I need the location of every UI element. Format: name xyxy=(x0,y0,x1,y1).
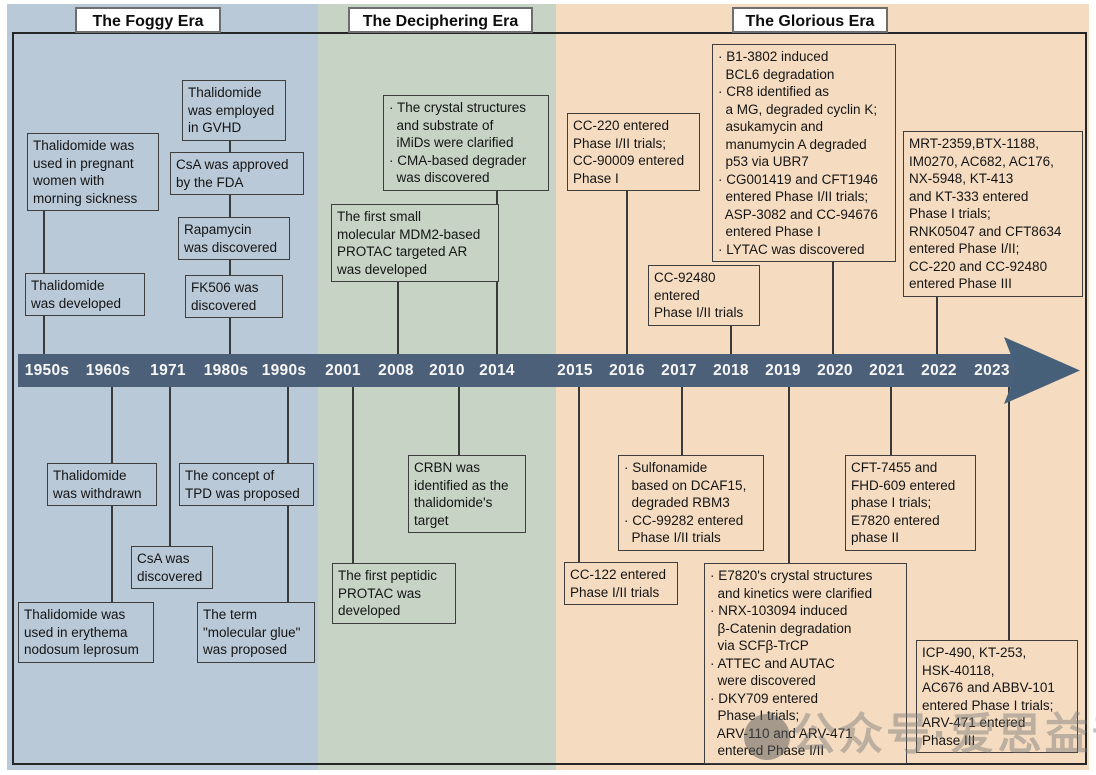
event-box-thalidomide-morning-sickness: Thalidomide was used in pregnant women w… xyxy=(27,133,159,211)
connector-line xyxy=(681,387,683,455)
timeline-year-2022: 2022 xyxy=(921,362,957,379)
event-box-tpd-concept: The concept of TPD was proposed xyxy=(179,463,314,506)
connector-line xyxy=(890,387,892,455)
connector-line xyxy=(229,313,231,354)
event-box-molecular-glue-term: The term "molecular glue" was proposed xyxy=(197,602,315,663)
timeline-year-2018: 2018 xyxy=(713,362,749,379)
event-box-thalidomide-withdrawn: Thalidomide was withdrawn xyxy=(47,463,157,506)
event-box-csa-discovered: CsA was discovered xyxy=(131,546,213,589)
timeline-year-2019: 2019 xyxy=(765,362,801,379)
event-box-peptidic-protac: The first peptidic PROTAC was developed xyxy=(332,563,456,624)
event-box-thalidomide-gvhd: Thalidomide was employed in GVHD xyxy=(182,80,286,141)
event-box-cc122: CC-122 entered Phase I/II trials xyxy=(564,562,678,605)
timeline-year-2008: 2008 xyxy=(378,362,414,379)
event-box-mdm2-protac: The first small molecular MDM2-based PRO… xyxy=(331,204,499,282)
connector-line xyxy=(169,387,171,546)
timeline-year-2001: 2001 xyxy=(325,362,361,379)
timeline-year-2010: 2010 xyxy=(429,362,465,379)
timeline-year-1990s: 1990s xyxy=(261,362,307,379)
connector-line xyxy=(287,387,289,463)
connector-line xyxy=(1008,387,1010,640)
timeline-year-1960s: 1960s xyxy=(85,362,131,379)
connector-line xyxy=(43,210,45,273)
connector-line xyxy=(730,322,732,354)
event-box-cc220-cc90009: CC-220 entered Phase I/II trials; CC-900… xyxy=(567,113,700,191)
connector-line xyxy=(832,259,834,354)
connector-line xyxy=(229,132,231,157)
connector-line xyxy=(111,500,113,602)
event-box-icp490-group: ICP-490, KT-253, HSK-40118, AC676 and AB… xyxy=(916,640,1078,753)
connector-line xyxy=(578,387,580,562)
event-box-fk506-discovered: FK506 was discovered xyxy=(185,275,283,318)
event-box-imids-crystal-structures: · The crystal structures and substrate o… xyxy=(383,95,549,191)
connector-line xyxy=(352,387,354,563)
era-header-deciphering: The Deciphering Era xyxy=(348,7,533,33)
event-box-cft7455-fhd609: CFT-7455 and FHD-609 entered phase I tri… xyxy=(845,455,976,551)
connector-line xyxy=(229,195,231,217)
event-box-csa-fda-approved: CsA was approved by the FDA xyxy=(170,152,304,195)
timeline-year-2023: 2023 xyxy=(974,362,1010,379)
connector-line xyxy=(788,387,790,563)
connector-line xyxy=(111,387,113,463)
era-header-foggy: The Foggy Era xyxy=(75,7,221,33)
event-box-crbn-target: CRBN was identified as the thalidomide's… xyxy=(408,455,526,533)
connector-line xyxy=(458,387,460,455)
timeline-year-2016: 2016 xyxy=(609,362,645,379)
event-box-b13802-cr8-lytac: · B1-3802 induced BCL6 degradation · CR8… xyxy=(712,44,896,262)
event-box-sulfonamide-dcaf15: · Sulfonamide based on DCAF15, degraded … xyxy=(618,455,764,551)
timeline-year-2014: 2014 xyxy=(479,362,515,379)
connector-line xyxy=(229,253,231,275)
timeline-year-2020: 2020 xyxy=(817,362,853,379)
connector-line xyxy=(936,293,938,354)
timeline-year-2017: 2017 xyxy=(661,362,697,379)
event-box-cc92480: CC-92480 entered Phase I/II trials xyxy=(648,265,760,326)
connector-line xyxy=(397,279,399,354)
timeline-year-2021: 2021 xyxy=(869,362,905,379)
era-header-glorious: The Glorious Era xyxy=(732,7,888,33)
event-box-mrt2359-group: MRT-2359,BTX-1188, IM0270, AC682, AC176,… xyxy=(903,131,1083,297)
event-box-thalidomide-enl: Thalidomide was used in erythema nodosum… xyxy=(18,602,154,663)
timeline-year-1971: 1971 xyxy=(150,362,186,379)
connector-line xyxy=(43,312,45,354)
diagram-border xyxy=(12,32,1087,765)
timeline-year-1980s: 1980s xyxy=(203,362,249,379)
event-box-thalidomide-developed: Thalidomide was developed xyxy=(25,273,145,316)
connector-line xyxy=(626,187,628,354)
connector-line xyxy=(287,501,289,602)
timeline-bar xyxy=(18,354,1022,387)
timeline-year-1950s: 1950s xyxy=(24,362,70,379)
event-box-e7820-attec-autac: · E7820's crystal structures and kinetic… xyxy=(704,563,907,764)
event-box-rapamycin-discovered: Rapamycin was discovered xyxy=(178,217,290,260)
timeline-year-2015: 2015 xyxy=(557,362,593,379)
